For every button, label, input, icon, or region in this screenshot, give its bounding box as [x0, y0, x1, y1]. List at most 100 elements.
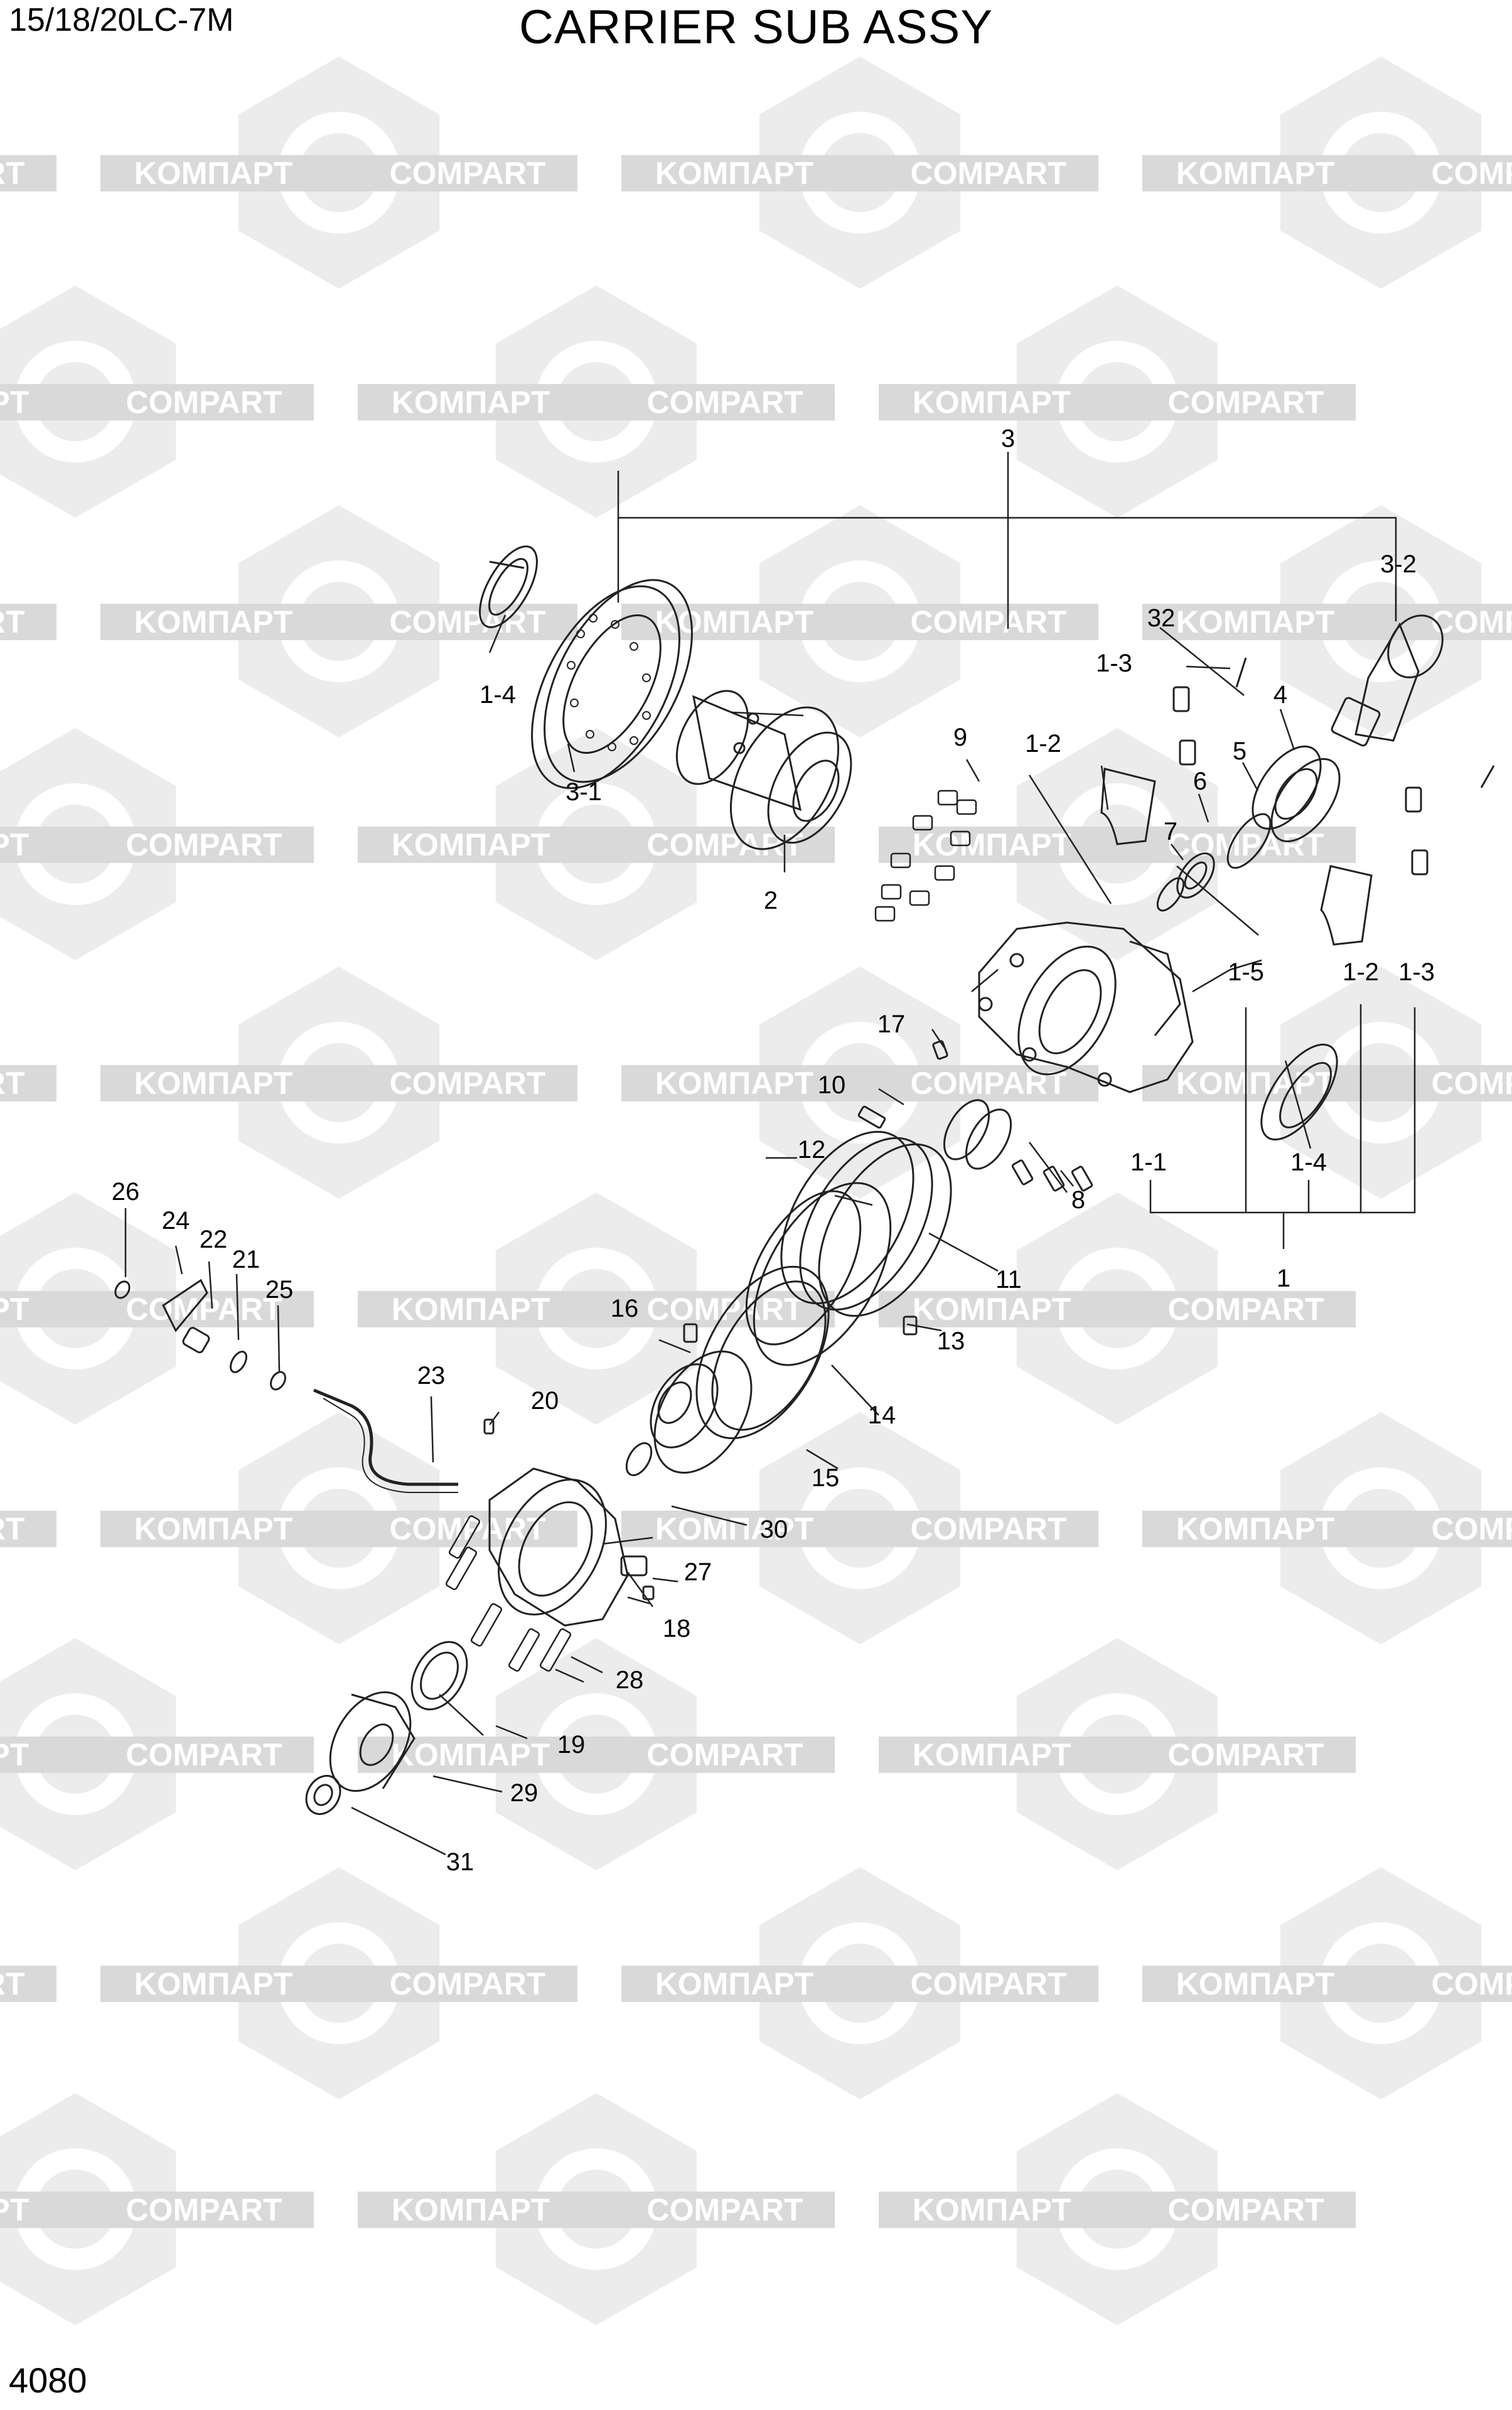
callout-9: 9: [953, 724, 967, 751]
watermark-text-b: COMPART: [1431, 1066, 1512, 1101]
callout-17: 17: [877, 1010, 906, 1038]
watermark-text-b: COMPART: [910, 1066, 1066, 1101]
part-9-bolts: [874, 790, 977, 922]
part-25-oring: [270, 1371, 286, 1391]
callout-8: 8: [1071, 1186, 1085, 1214]
watermark-text-a: KOMПAPT: [913, 385, 1071, 420]
watermark-text-b: COMPART: [910, 1966, 1066, 2001]
watermark-text-a: KOMПAPT: [0, 385, 29, 420]
watermark-text-a: KOMПAPT: [0, 1737, 29, 1772]
callout-16: 16: [611, 1295, 639, 1322]
part-24-fitting: [162, 1278, 208, 1332]
watermark-text-a: KOMПAPT: [392, 385, 550, 420]
part-8-bearing: [943, 1099, 1093, 1192]
watermark-text-a: KOMПAPT: [1176, 1066, 1335, 1101]
callout-1-5: 1-5: [1228, 958, 1264, 986]
part-17-pin: [932, 1040, 948, 1060]
callout-20: 20: [531, 1387, 559, 1415]
watermark-text-b: COMPART: [1167, 385, 1324, 420]
part-2-differential-case: [675, 690, 852, 850]
part-6-bearing: [1176, 852, 1215, 899]
callout-21: 21: [232, 1246, 260, 1273]
watermark-text-b: COMPART: [126, 2192, 282, 2227]
watermark-text-b: COMPART: [1167, 1292, 1324, 1327]
watermark-text-a: KOMПAPT: [134, 1511, 293, 1546]
part-10-pin: [857, 1105, 886, 1129]
callout-32: 32: [1147, 604, 1176, 632]
part-29-yoke: [329, 1691, 416, 1792]
part-23-tube: [313, 1388, 458, 1493]
part-20-plug: [483, 1418, 495, 1435]
part-21-oring: [230, 1351, 247, 1373]
watermark-text-a: KOMПAPT: [1176, 156, 1335, 191]
watermark-text-b: COMPART: [910, 604, 1066, 640]
callout-5: 5: [1233, 737, 1247, 765]
callout-1-2-right: 1-2: [1343, 958, 1379, 986]
watermark-text-b: COMPART: [389, 1966, 545, 2001]
watermark-text-b: COMPART: [1167, 2192, 1324, 2227]
callout-26: 26: [112, 1178, 140, 1206]
callout-11: 11: [995, 1266, 1022, 1293]
watermark-text-b: COMPART: [0, 1966, 25, 2001]
watermark-text-b: COMPART: [646, 385, 803, 420]
part-30-oring: [625, 1442, 653, 1477]
part-7-ring: [1156, 877, 1185, 912]
part-12-friction-discs: [780, 1130, 952, 1317]
watermark-text-a: KOMПAPT: [913, 1737, 1071, 1772]
watermark-text-b: COMPART: [389, 1066, 545, 1101]
watermark-text-b: COMPART: [0, 156, 25, 191]
callout-30: 30: [760, 1516, 788, 1543]
callout-12: 12: [798, 1136, 826, 1164]
callout-1-1: 1-1: [1130, 1149, 1167, 1176]
callout-13: 13: [937, 1327, 965, 1355]
watermark-text-b: COMPART: [126, 827, 282, 862]
part-26-oring: [114, 1280, 131, 1299]
callout-27: 27: [684, 1558, 712, 1586]
watermark-text-a: KOMПAPT: [655, 1066, 814, 1101]
callout-3-2: 3-2: [1380, 550, 1417, 578]
watermark-text-a: KOMПAPT: [134, 1966, 293, 2001]
watermark-text-a: KOMПAPT: [0, 2192, 29, 2227]
part-11-plates: [745, 1182, 892, 1366]
part-1-4-bearing-right: [1260, 1043, 1338, 1141]
callout-3-1: 3-1: [566, 778, 602, 806]
callout-1-4-top: 1-4: [480, 681, 516, 709]
watermark-text-a: KOMПAPT: [913, 827, 1071, 862]
callout-2: 2: [764, 887, 778, 914]
watermark-logo: KOMПAPT COMPART: [358, 286, 835, 518]
watermark-text-a: KOMПAPT: [0, 1292, 29, 1327]
callout-1: 1: [1277, 1265, 1290, 1292]
watermark-text-a: KOMПAPT: [392, 1737, 550, 1772]
watermark-text-a: KOMПAPT: [1176, 1966, 1335, 2001]
model-number: 15/18/20LC-7M: [9, 2, 234, 38]
part-1-4-bearing-top: [479, 545, 538, 628]
watermark-text-b: COMPART: [1431, 156, 1512, 191]
callout-6: 6: [1193, 768, 1207, 795]
part-1-2-bearing-cap-left: [1100, 768, 1373, 946]
page-number: 4080: [9, 2360, 87, 2400]
callout-7: 7: [1164, 818, 1177, 845]
callout-22: 22: [200, 1226, 228, 1253]
part-31-nut: [305, 1775, 341, 1815]
part-14-ring: [695, 1265, 830, 1440]
watermark-text-b: COMPART: [1167, 827, 1324, 862]
part-16-bolt: [683, 1323, 698, 1343]
part-18-housing: [488, 1467, 648, 1627]
